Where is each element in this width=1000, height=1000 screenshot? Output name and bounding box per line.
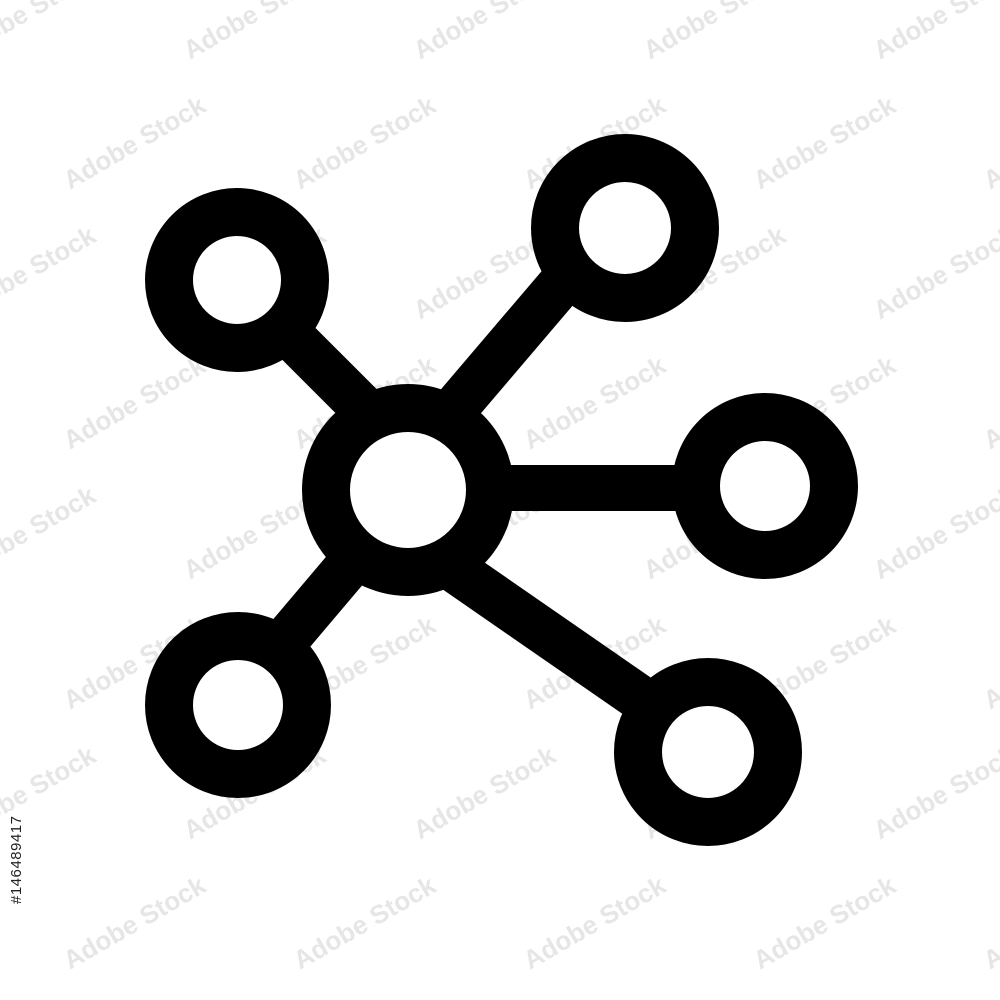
watermark-text: Adobe Stock xyxy=(748,869,901,975)
nodes xyxy=(145,134,858,846)
top-right-node xyxy=(531,134,719,322)
connector-bottom-right xyxy=(441,551,664,724)
watermark-text: Adobe Stock xyxy=(978,349,1000,455)
watermark-text: Adobe Stock xyxy=(868,219,1000,325)
watermark-text: Adobe Stock xyxy=(408,0,561,65)
watermark-text: Adobe Stock xyxy=(0,219,101,325)
watermark-text: Adobe Stock xyxy=(978,89,1000,195)
watermark-text: Adobe Stock xyxy=(638,0,791,65)
connector-top-right xyxy=(427,270,578,435)
watermark-text: Adobe Stock xyxy=(58,869,211,975)
watermark-text: Adobe Stock xyxy=(518,869,671,975)
stock-id-label: #146489417 xyxy=(8,815,25,904)
watermark-text: Adobe Stock xyxy=(58,349,211,455)
watermark-text: Adobe Stock xyxy=(288,89,441,195)
watermark-text: Adobe Stock xyxy=(748,89,901,195)
watermark-text: Adobe Stock xyxy=(868,0,1000,65)
watermark-text: Adobe Stock xyxy=(0,479,101,585)
watermark-text: Adobe Stock xyxy=(288,869,441,975)
center-node xyxy=(302,384,514,596)
bottom-left-node xyxy=(145,612,331,798)
watermark-text: Adobe Stock xyxy=(178,0,331,65)
watermark-text: Adobe Stock xyxy=(518,349,671,455)
right-node xyxy=(672,393,858,579)
watermark-text: Adobe Stock xyxy=(868,739,1000,845)
watermark-text: Adobe Stock xyxy=(408,739,561,845)
connector-bottom-left xyxy=(272,555,363,650)
top-left-node xyxy=(145,188,329,372)
watermark-text: Adobe Stock xyxy=(58,89,211,195)
watermark-text: Adobe Stock xyxy=(978,609,1000,715)
watermark-text: Adobe Stock xyxy=(868,479,1000,585)
watermark-text: Adobe Stock xyxy=(0,0,101,65)
connector-top-left xyxy=(273,318,382,427)
watermark-text: Adobe Stock xyxy=(978,869,1000,975)
connector-lines xyxy=(272,270,685,724)
bottom-right-node xyxy=(614,658,802,846)
